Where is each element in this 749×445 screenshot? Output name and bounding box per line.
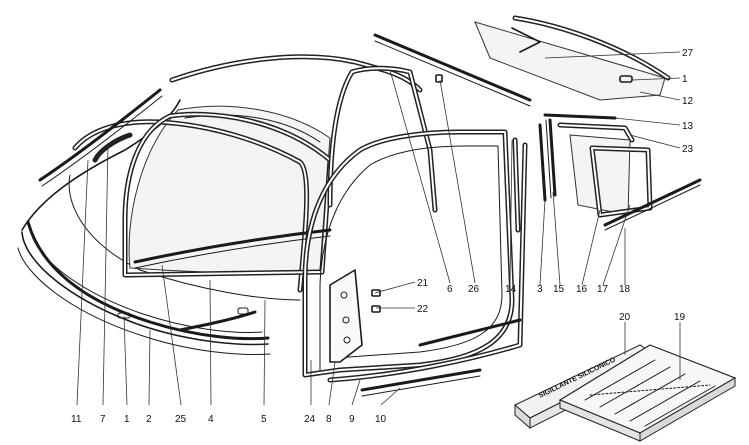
callout-1-top: 1: [682, 74, 688, 85]
callout-12: 12: [682, 96, 694, 107]
callout-13: 13: [682, 121, 694, 132]
callout-20: 20: [619, 312, 631, 323]
callout-19: 19: [674, 312, 686, 323]
callout-23: 23: [682, 144, 694, 155]
quarter-light-frame: [543, 113, 635, 143]
callout-7: 7: [100, 414, 106, 425]
sill-strip: [360, 318, 522, 397]
callout-24: 24: [304, 414, 316, 425]
vertical-channels: [538, 118, 557, 202]
callout-21: 21: [417, 278, 429, 289]
callout-14: 14: [505, 284, 517, 295]
callout-22: 22: [417, 304, 429, 315]
callout-11: 11: [71, 414, 82, 425]
hinge-plate: [329, 269, 363, 363]
door-rear-channel: [512, 137, 521, 233]
callout-5: 5: [261, 414, 267, 425]
callout-26: 26: [468, 284, 480, 295]
windscreen-lower-trim: [133, 228, 332, 269]
rear-quarter-window: [474, 15, 671, 101]
drip-moulding-left: [38, 88, 163, 187]
callout-16: 16: [576, 284, 588, 295]
roof-seal: [169, 54, 423, 93]
callout-10: 10: [375, 414, 387, 425]
windscreen-rubber: [122, 111, 333, 278]
leader-lines: [76, 51, 681, 406]
door-window-frame-seal: [327, 65, 438, 213]
door-inner-seal: [327, 142, 528, 383]
callout-6: 6: [447, 284, 453, 295]
roof-drip-strip: [373, 33, 532, 107]
callout-3: 3: [537, 284, 543, 295]
side-trim-strip: [178, 307, 257, 332]
callout-4: 4: [208, 414, 214, 425]
belt-strip: [603, 178, 702, 231]
callout-1-bottom: 1: [124, 414, 130, 425]
callout-labels: 27 1 12 13 23 6 26 14 3 15 16 17 18 21 2…: [71, 48, 694, 425]
sealant-kit-tray: [558, 344, 737, 442]
callout-25: 25: [175, 414, 187, 425]
door-seal: [302, 129, 515, 378]
callout-17: 17: [597, 284, 609, 295]
callout-2: 2: [146, 414, 152, 425]
callout-18: 18: [619, 284, 631, 295]
callout-15: 15: [553, 284, 565, 295]
striker-clips: [371, 289, 381, 313]
callout-9: 9: [349, 414, 355, 425]
vent-window-seal: [589, 145, 653, 218]
callout-27: 27: [682, 48, 694, 59]
callout-8: 8: [326, 414, 332, 425]
